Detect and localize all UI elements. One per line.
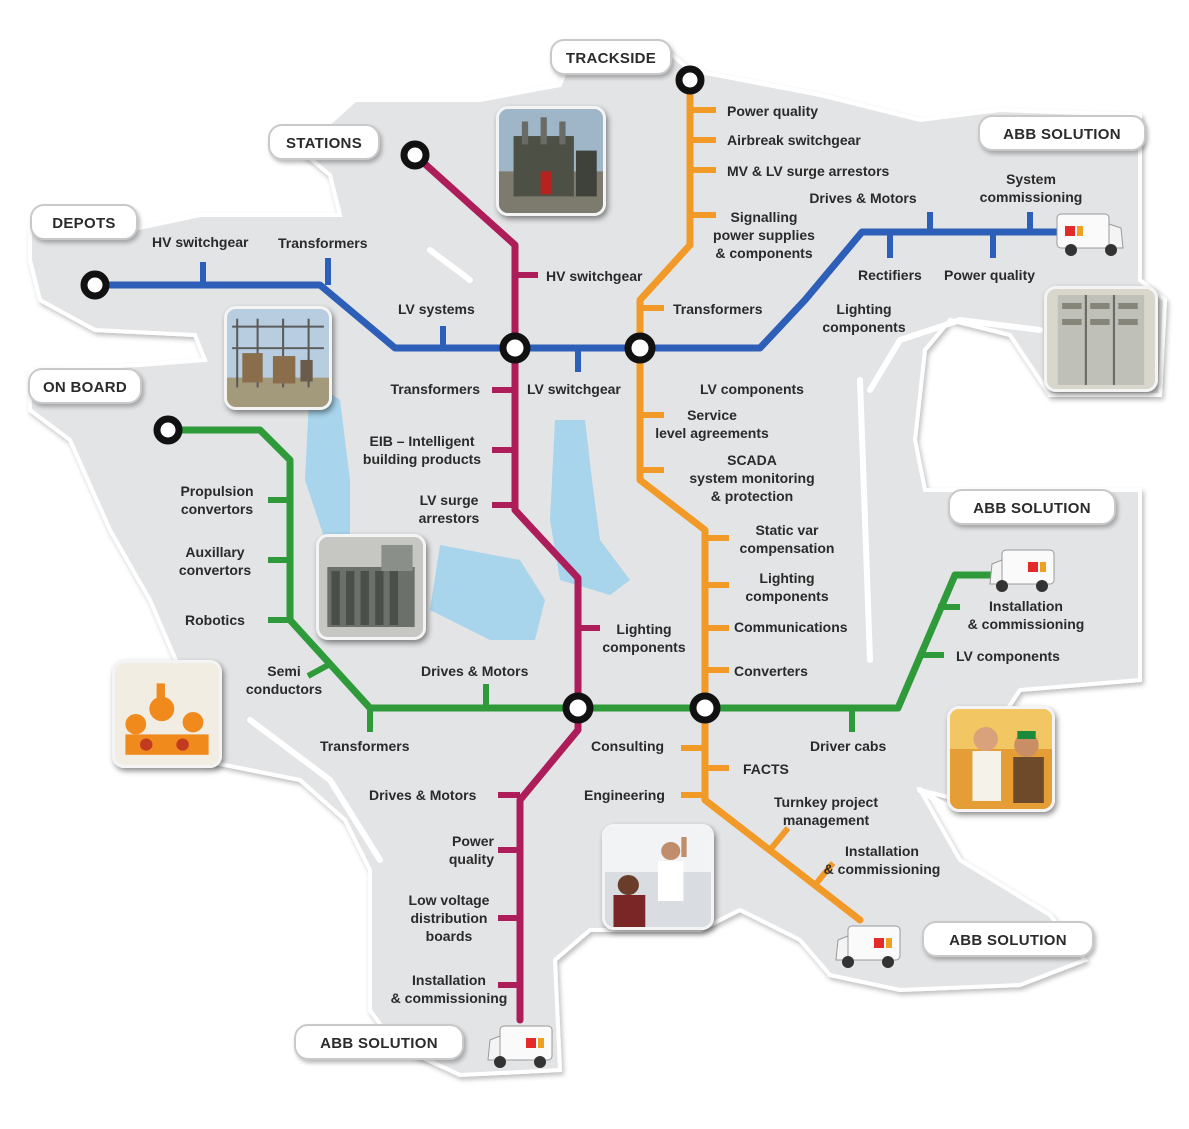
stop-lighting-components-red: Lighting components bbox=[602, 621, 686, 655]
stop-lv-components-blue: LV components bbox=[700, 381, 804, 397]
stop-eib: EIB – Intelligent building products bbox=[362, 433, 482, 467]
stop-scada: SCADA system monitoring & protection bbox=[689, 452, 815, 504]
stop-transformers-trackside: Transformers bbox=[673, 301, 763, 317]
stop-hv-switchgear-stations: HV switchgear bbox=[546, 268, 643, 284]
stop-lighting-components-blue: Lighting components bbox=[822, 301, 906, 335]
stop-transformers-on-board: Transformers bbox=[320, 738, 410, 754]
stop-converters: Converters bbox=[734, 663, 808, 679]
stop-tick bbox=[812, 861, 836, 887]
trackside-label: TRACKSIDE bbox=[550, 39, 672, 75]
abb-solution-label-top: ABB SOLUTION bbox=[978, 115, 1146, 151]
terminus-red bbox=[400, 140, 430, 170]
stop-system-commissioning: System commissioning bbox=[979, 171, 1083, 205]
on-board-label: ON BOARD bbox=[28, 368, 142, 404]
abb-solution-label-bottom: ABB SOLUTION bbox=[294, 1024, 464, 1060]
orange-line bbox=[636, 76, 864, 924]
blue-line bbox=[91, 228, 1064, 352]
stop-turnkey-project-management: Turnkey project management bbox=[774, 794, 878, 828]
van-icon-right bbox=[988, 542, 1060, 596]
stop-drives-motors-red: Drives & Motors bbox=[369, 787, 477, 803]
terminus-blue bbox=[80, 270, 110, 300]
stop-semi-conductors: Semi conductors bbox=[245, 663, 323, 697]
stop-power-quality-trackside: Power quality bbox=[727, 103, 819, 119]
abb-solution-label-bottom-right: ABB SOLUTION bbox=[922, 921, 1094, 957]
stop-engineering: Engineering bbox=[584, 787, 665, 803]
stop-static-var-compensation: Static var compensation bbox=[739, 522, 835, 556]
stop-installation-commissioning-orange: Installation & commissioning bbox=[823, 843, 941, 877]
stop-lv-surge-arrestors-red: LV surge arrestors bbox=[418, 492, 480, 526]
interchanges bbox=[80, 65, 721, 724]
photo-robotics bbox=[112, 660, 222, 768]
stop-hv-switchgear-depots: HV switchgear bbox=[152, 234, 249, 250]
photo-substation-depots bbox=[224, 306, 332, 410]
interchange-blue-orange bbox=[624, 332, 656, 364]
stop-tick bbox=[306, 661, 332, 679]
van-icon-top-right bbox=[1055, 206, 1127, 260]
stop-lv-switchgear: LV switchgear bbox=[527, 381, 621, 397]
stop-service-level-agreements: Service level agreements bbox=[655, 407, 769, 441]
van-icon-bottom bbox=[486, 1018, 558, 1072]
van-icon-bottom-right bbox=[834, 918, 906, 972]
stop-communications: Communications bbox=[734, 619, 848, 635]
stop-ticks bbox=[200, 107, 1033, 988]
interchange-blue-red bbox=[499, 332, 531, 364]
stop-tick bbox=[767, 826, 791, 852]
photo-transformer-trackside bbox=[496, 106, 606, 216]
interchange-green-red bbox=[562, 692, 594, 724]
depots-label: DEPOTS bbox=[30, 204, 138, 240]
water bbox=[305, 380, 630, 640]
photo-engineers bbox=[947, 706, 1055, 812]
photo-cabinet bbox=[1044, 286, 1158, 392]
road-channels bbox=[247, 247, 1083, 933]
terminus-green bbox=[153, 415, 183, 445]
stop-mv-lv-surge-arrestors: MV & LV surge arrestors bbox=[727, 163, 890, 179]
stop-robotics: Robotics bbox=[185, 612, 245, 628]
stop-rectifiers: Rectifiers bbox=[858, 267, 922, 283]
stop-lv-components-green: LV components bbox=[956, 648, 1060, 664]
stop-signalling: Signalling power supplies & components bbox=[713, 209, 815, 261]
photo-consulting bbox=[602, 824, 714, 930]
stop-low-voltage-distribution-boards: Low voltage distribution boards bbox=[408, 892, 490, 944]
stop-airbreak-switchgear: Airbreak switchgear bbox=[727, 132, 861, 148]
stop-lv-systems: LV systems bbox=[398, 301, 475, 317]
stop-driver-cabs: Driver cabs bbox=[810, 738, 887, 754]
stop-transformers-stations: Transformers bbox=[390, 381, 480, 397]
stations-label: STATIONS bbox=[268, 124, 380, 160]
interchange-green-orange bbox=[689, 692, 721, 724]
stop-transformers-depots: Transformers bbox=[278, 235, 368, 251]
stop-installation-commissioning-green: Installation & commissioning bbox=[967, 598, 1085, 632]
stop-installation-commissioning-red: Installation & commissioning bbox=[390, 972, 508, 1006]
stop-propulsion-convertors: Propulsion convertors bbox=[180, 483, 254, 517]
red-line bbox=[411, 151, 582, 1024]
stop-drives-motors-green: Drives & Motors bbox=[421, 663, 529, 679]
stop-facts: FACTS bbox=[743, 761, 789, 777]
stop-consulting: Consulting bbox=[591, 738, 665, 754]
stop-drives-motors-blue: Drives & Motors bbox=[809, 190, 917, 206]
metro-lines bbox=[91, 76, 1064, 1024]
photo-transformers-stations bbox=[316, 534, 426, 640]
terminus-orange bbox=[675, 65, 705, 95]
abb-solution-label-right: ABB SOLUTION bbox=[948, 489, 1116, 525]
stop-lighting-components-orange: Lighting components bbox=[745, 570, 829, 604]
stop-power-quality-red: Power quality bbox=[448, 833, 494, 867]
stop-power-quality-blue: Power quality bbox=[944, 267, 1036, 283]
stop-auxiliary-convertors: Auxillary convertors bbox=[178, 544, 252, 578]
